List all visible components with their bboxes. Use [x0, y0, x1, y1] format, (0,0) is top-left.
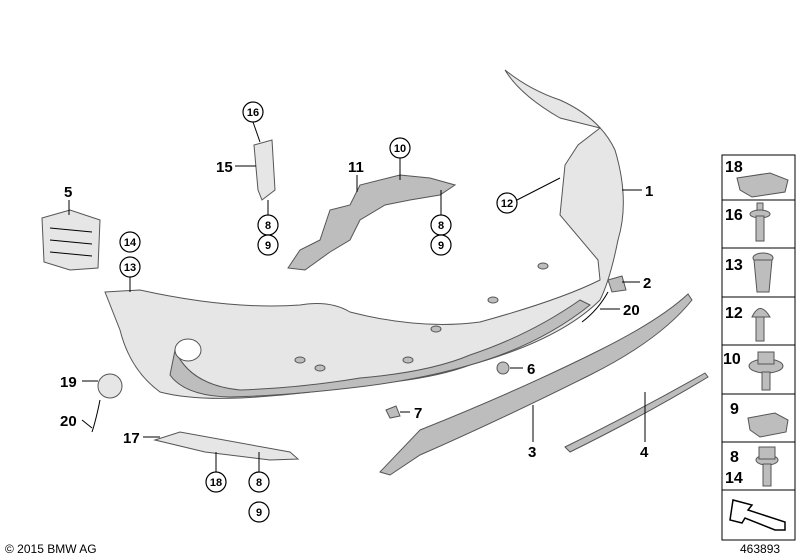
callout-9-b[interactable]: 9	[265, 240, 271, 252]
direction-arrow-icon	[729, 499, 786, 531]
legend-label-14: 14	[725, 470, 743, 487]
callout-9-c[interactable]: 9	[256, 507, 262, 519]
callout-14[interactable]: 14	[124, 237, 137, 249]
callout-13[interactable]: 13	[124, 262, 136, 274]
callout-8-b[interactable]: 8	[265, 220, 271, 232]
copyright-text: © 2015 BMW AG	[5, 542, 97, 556]
callout-17[interactable]: 17	[123, 430, 140, 447]
expanding-nut-icon	[752, 252, 774, 293]
clip-nut-icon	[747, 412, 789, 438]
callout-1[interactable]: 1	[645, 183, 653, 200]
cable-part-20	[581, 291, 609, 323]
reflector-grille[interactable]	[41, 209, 101, 271]
callout-5[interactable]: 5	[64, 184, 72, 201]
bracket-part-7[interactable]	[385, 405, 401, 419]
screw-stud-icon	[749, 202, 771, 242]
tow-hook-cover[interactable]	[91, 373, 123, 433]
pan-head-screw-icon	[751, 308, 771, 342]
callout-8-a[interactable]: 8	[438, 220, 444, 232]
lower-trim-panel[interactable]	[379, 293, 693, 476]
callout-18[interactable]: 18	[210, 477, 222, 489]
callout-11[interactable]: 11	[348, 159, 364, 176]
bumper-bracket[interactable]	[287, 174, 457, 271]
clip-nut-icon	[736, 172, 789, 198]
callout-20-left[interactable]: 20	[60, 413, 77, 430]
legend-label-18: 18	[725, 159, 743, 176]
legend-label-8: 8	[730, 449, 739, 466]
trim-strip[interactable]	[564, 372, 709, 453]
callout-4[interactable]: 4	[640, 444, 649, 461]
guide-bracket[interactable]	[253, 139, 276, 201]
callout-12[interactable]: 12	[501, 198, 513, 210]
callout-19[interactable]: 19	[60, 374, 77, 391]
leader-lines	[68, 121, 646, 472]
hex-flange-bolt-icon	[748, 351, 784, 391]
callout-6[interactable]: 6	[527, 361, 535, 378]
legend-label-16: 16	[725, 207, 743, 224]
callout-16[interactable]: 16	[247, 107, 259, 119]
rear-bumper-trim-panel[interactable]	[104, 69, 624, 399]
callout-8-c[interactable]: 8	[256, 477, 262, 489]
callout-15[interactable]: 15	[216, 159, 233, 176]
diagram-number: 463893	[740, 542, 780, 556]
callout-20-right[interactable]: 20	[623, 302, 640, 319]
callout-7[interactable]: 7	[414, 405, 422, 422]
callout-10[interactable]: 10	[394, 143, 406, 155]
clip-part-6[interactable]	[496, 361, 510, 375]
fastener-legend: 18 16 13 12 10 9 8 14	[721, 154, 796, 541]
sensor-holder-part-2[interactable]	[607, 275, 627, 293]
hex-bolt-icon	[755, 446, 779, 487]
legend-label-10: 10	[723, 351, 741, 368]
legend-label-9: 9	[730, 401, 739, 418]
circled-callouts: 8 8 8 9 9 9 10 12 13 14 16 18	[119, 101, 518, 523]
callout-9-a[interactable]: 9	[438, 240, 444, 252]
callout-3[interactable]: 3	[528, 444, 536, 461]
bumper-mounting-plate[interactable]	[153, 431, 300, 461]
legend-label-13: 13	[725, 257, 743, 274]
legend-label-12: 12	[725, 305, 743, 322]
callout-2[interactable]: 2	[643, 275, 651, 292]
